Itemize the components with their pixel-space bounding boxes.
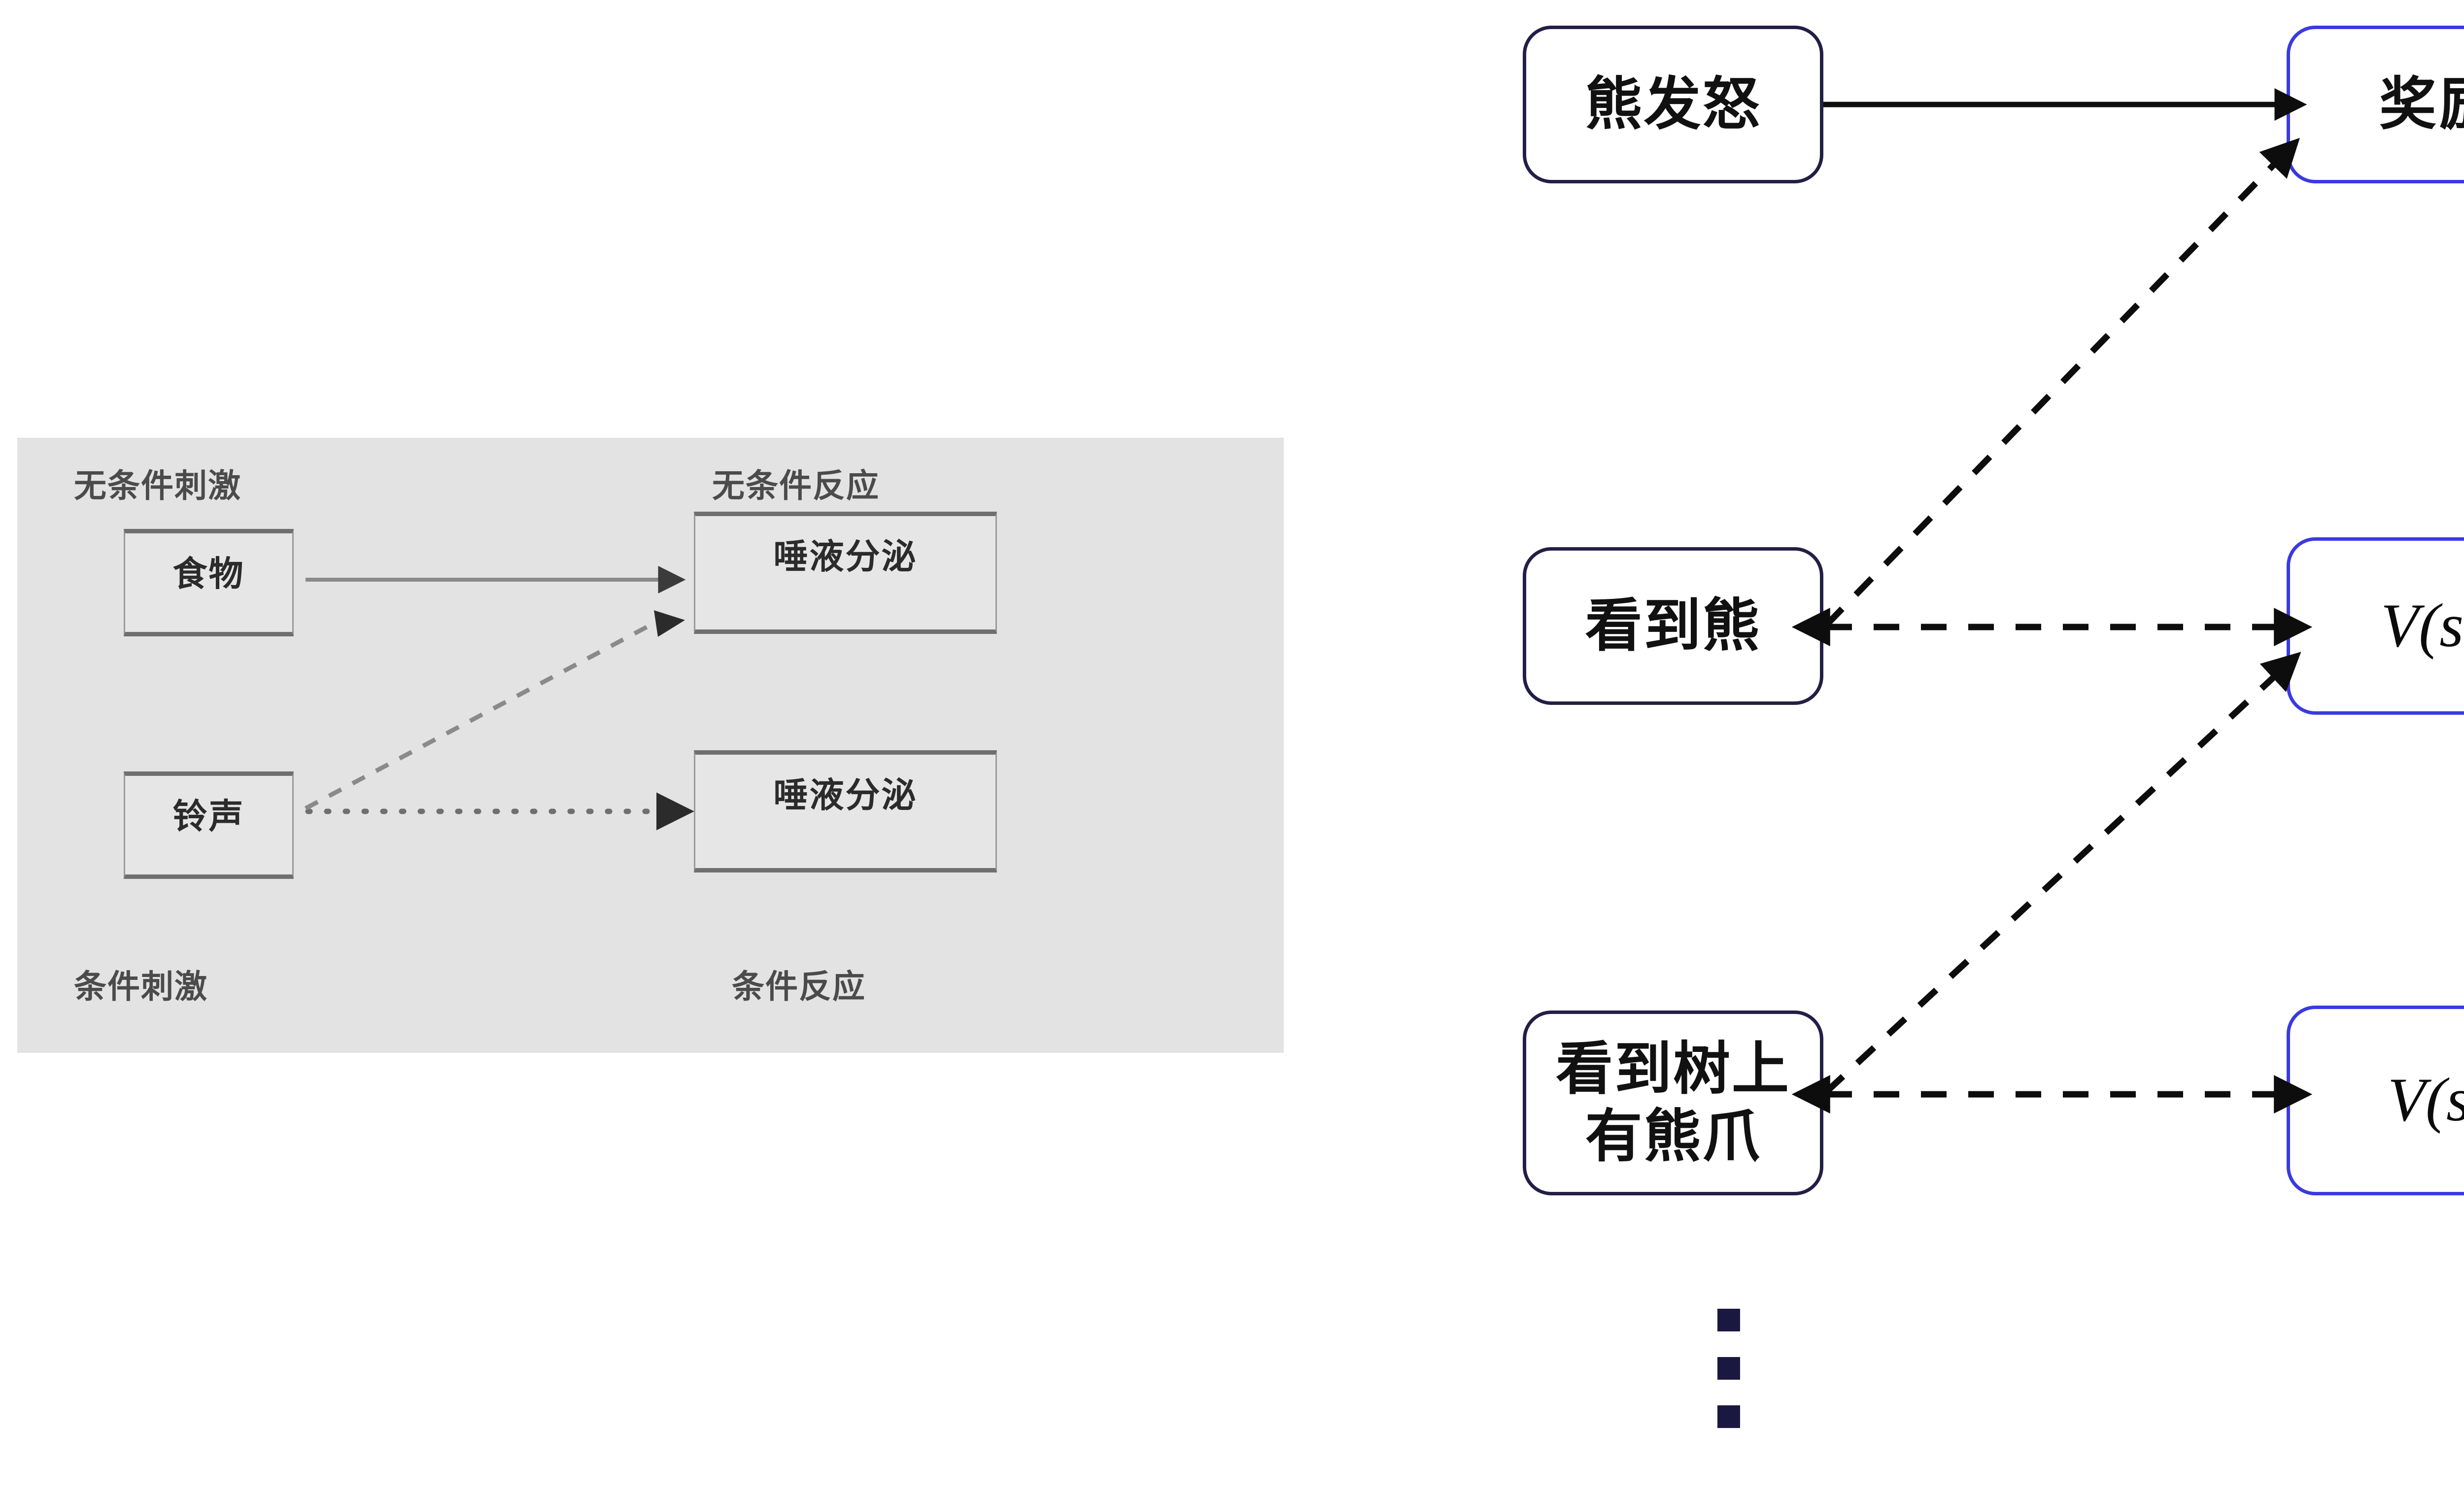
rl-box-see-bear: 看到熊 xyxy=(1523,547,1823,705)
ellipsis-dot xyxy=(1717,1309,1740,1331)
rl-box-reward-label: 奖励 xyxy=(2379,70,2464,138)
label-unconditioned-response: 无条件反应 xyxy=(712,467,880,505)
rl-box-value-next-state-label: V(s′) xyxy=(2381,591,2464,660)
pavlov-box-salivation-unconditioned: 唾液分泌 xyxy=(694,512,997,634)
pavlov-box-salivation-conditioned-label: 唾液分泌 xyxy=(773,775,918,815)
pavlov-conditioning-panel: 无条件刺激 无条件反应 条件刺激 条件反应 食物 铃声 唾液分泌 唾液分泌 xyxy=(17,438,1284,1053)
pavlov-box-food: 食物 xyxy=(124,529,294,636)
rl-arrows-layer xyxy=(1791,88,2313,1114)
ellipsis-dot xyxy=(1717,1357,1740,1380)
rl-box-value-state: V(s) xyxy=(2287,1006,2464,1195)
label-conditioned-response: 条件反应 xyxy=(732,968,866,1006)
pavlov-arrows xyxy=(304,566,694,831)
rl-arrow-see-bear-to-reward xyxy=(1824,138,2300,627)
rl-box-value-next-state: V(s′) xyxy=(2287,537,2464,715)
rl-box-reward: 奖励 xyxy=(2287,26,2464,183)
pavlov-arrow-bell-to-unconditioned-salivation xyxy=(304,619,659,810)
rl-box-see-claw-on-tree-label: 看到树上 有熊爪 xyxy=(1556,1035,1790,1170)
pavlov-box-salivation-unconditioned-label: 唾液分泌 xyxy=(773,536,918,577)
label-conditioned-stimulus: 条件刺激 xyxy=(74,968,208,1006)
ellipsis-dot xyxy=(1717,1405,1740,1428)
pavlov-arrowhead-diagonal xyxy=(654,610,685,637)
rl-arrow-see-claw-to-value-next-state xyxy=(1824,652,2301,1094)
rl-box-bear-angry-label: 熊发怒 xyxy=(1585,70,1761,138)
pavlov-box-food-label: 食物 xyxy=(172,554,245,594)
rl-box-see-bear-label: 看到熊 xyxy=(1585,592,1761,659)
label-unconditioned-stimulus: 无条件刺激 xyxy=(74,467,241,505)
ellipsis-states xyxy=(1717,1309,1740,1428)
rl-box-see-claw-on-tree: 看到树上 有熊爪 xyxy=(1523,1011,1823,1195)
rl-box-bear-angry: 熊发怒 xyxy=(1523,26,1823,183)
rl-value-diagram-panel: 熊发怒 看到熊 看到树上 有熊爪 奖励 V(s′) V(s) xyxy=(1429,0,2464,1499)
pavlov-box-bell: 铃声 xyxy=(124,771,294,879)
pavlov-box-bell-label: 铃声 xyxy=(172,796,245,837)
pavlov-box-salivation-conditioned: 唾液分泌 xyxy=(694,750,997,872)
rl-box-value-state-label: V(s) xyxy=(2388,1066,2464,1135)
